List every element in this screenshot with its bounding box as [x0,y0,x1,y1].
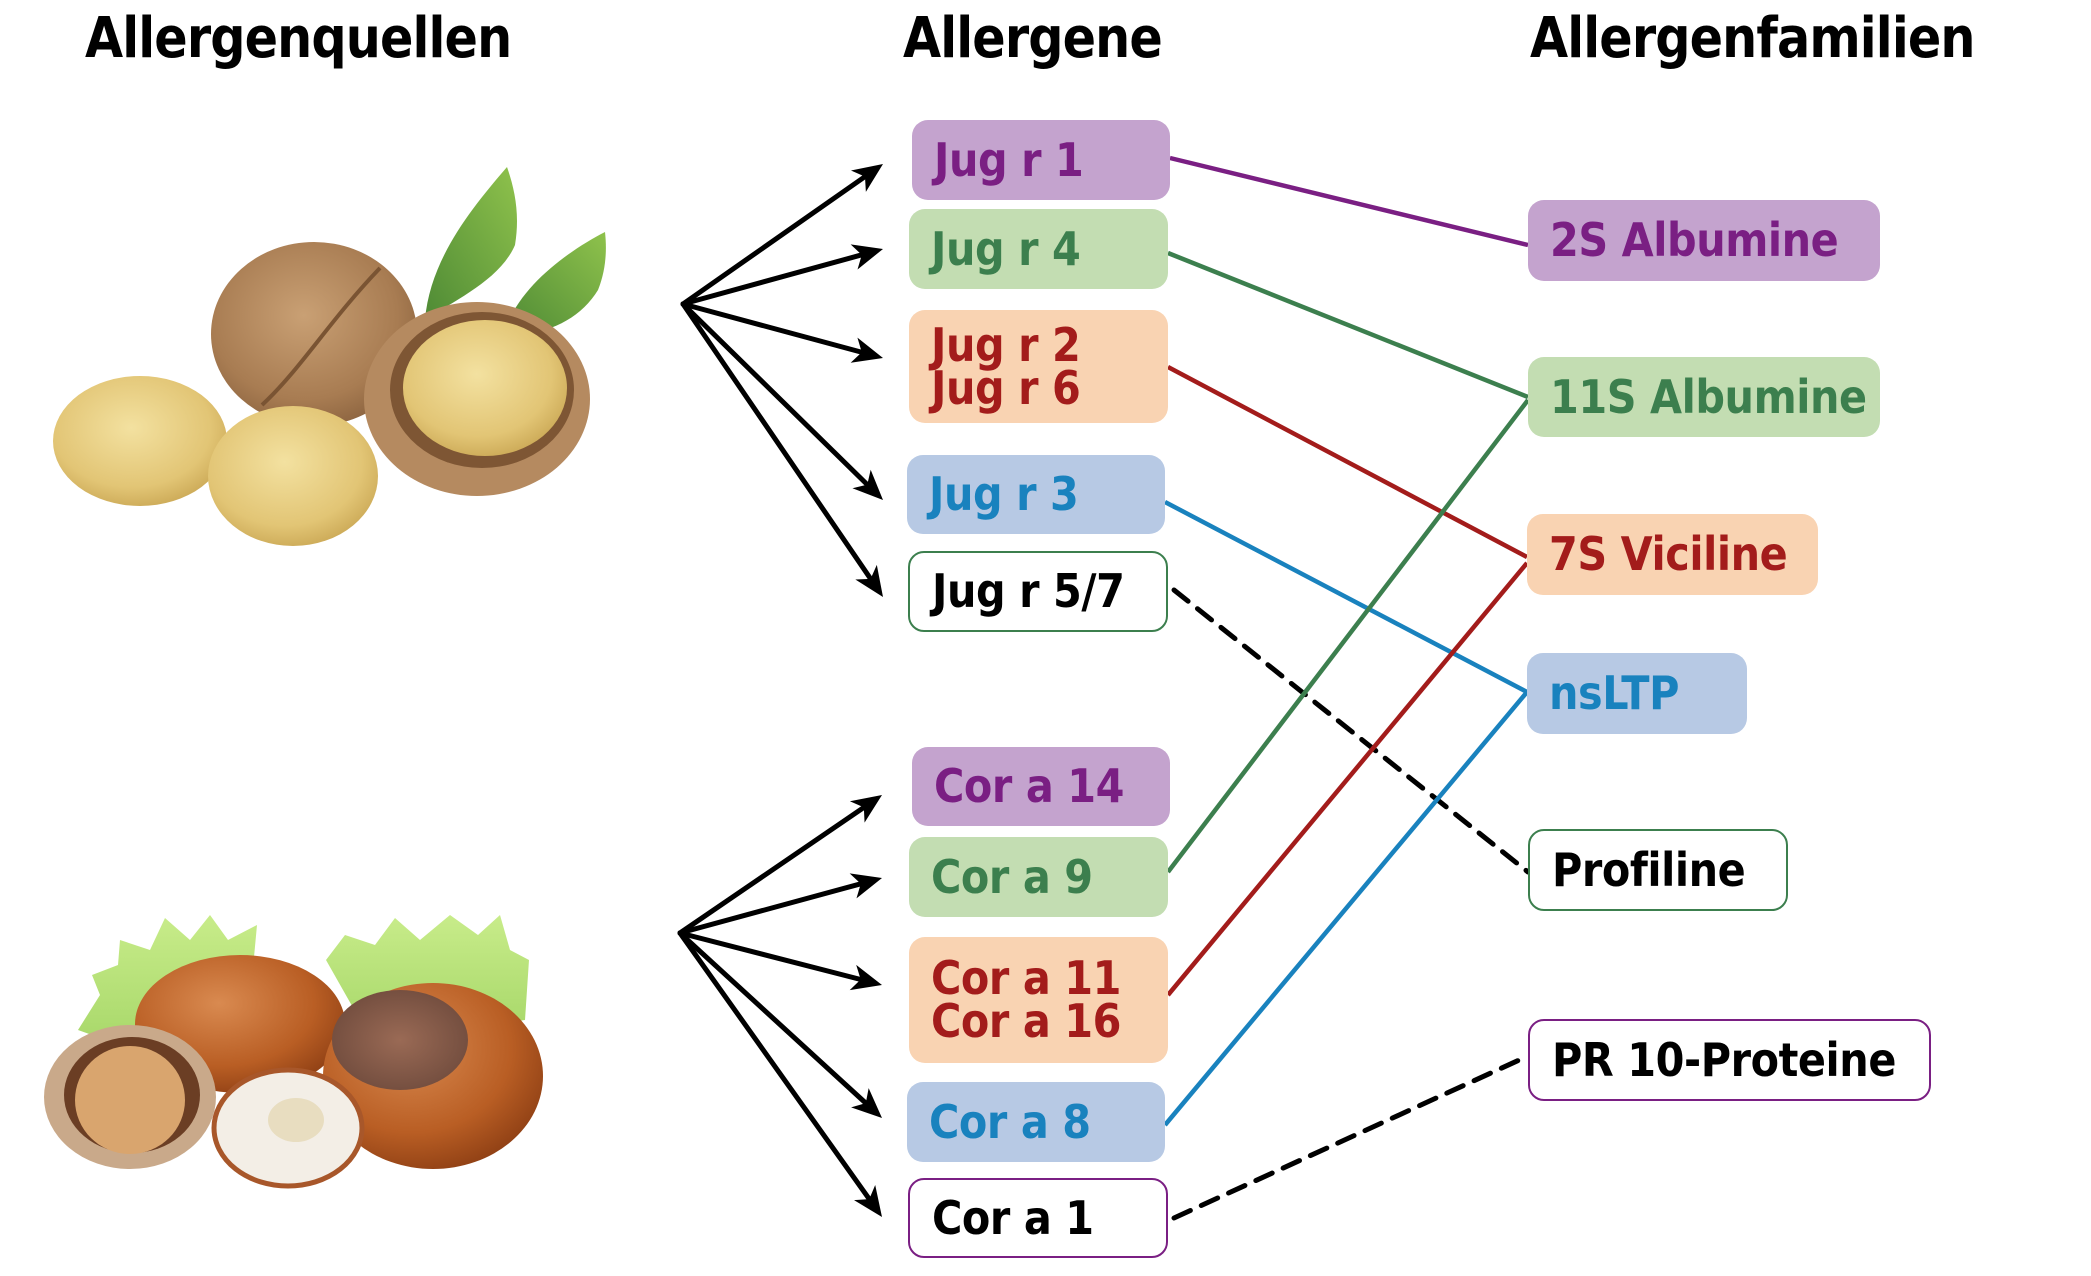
source-arrows [677,164,883,1217]
allergen-label: Jug r 4 [931,221,1081,276]
arrowhead-icon [850,337,883,363]
family-box-profiline: Profiline [1528,829,1788,911]
arrowhead-icon [849,873,882,899]
allergen-label: Cor a 9 [931,849,1093,904]
walnut-kernel [208,406,378,546]
family-label: PR 10-Proteine [1552,1032,1896,1087]
family-label: 7S Viciline [1549,527,1788,581]
arrow-walnut-to-jug57 [680,301,874,582]
link-jug1-to-s2 [1169,155,1529,248]
allergen-box-jug4: Jug r 4 [909,209,1168,289]
arrow-walnut-to-jug1 [680,174,868,307]
allergen-label: Cor a 1 [932,1190,1094,1245]
arrow-hazelnut-to-cor1116 [677,930,864,983]
link-jug26-to-s7 [1166,365,1529,559]
arrowhead-icon [850,164,883,192]
header-allergen-sources: Allergenquellen [85,6,512,71]
arrow-walnut-to-jug4 [680,252,865,307]
arrowhead-icon [849,964,882,991]
arrowhead-icon [851,1088,882,1118]
allergen-label: Jug r 1 [934,132,1084,187]
arrow-walnut-to-jug26 [680,301,865,355]
arrowhead-icon [852,469,883,500]
family-box-pr10: PR 10-Proteine [1528,1019,1931,1101]
header-allergen-families: Allergenfamilien [1530,6,1975,71]
family-box-nsltp: nsLTP [1527,653,1747,734]
walnut-kernel [403,320,567,456]
allergen-label: Cor a 16 [931,994,1122,1048]
walnut-whole [211,242,417,426]
family-box-s7: 7S Viciline [1527,514,1818,595]
allergen-label: Cor a 11 [931,951,1122,1005]
hazelnut-image [44,915,543,1189]
arrowhead-icon [849,795,882,823]
family-label: Profiline [1552,842,1746,897]
allergen-box-cor14: Cor a 14 [912,747,1170,826]
allergen-label: Jug r 3 [929,467,1079,521]
family-label: 11S Albumine [1550,369,1867,424]
allergen-box-cor9: Cor a 9 [909,837,1168,917]
walnut-image [53,167,606,546]
arrow-hazelnut-to-cor14 [677,804,867,936]
link-jug3-to-nsltp [1163,500,1529,694]
arrow-hazelnut-to-cor8 [677,930,869,1106]
allergen-box-jug3: Jug r 3 [907,455,1165,534]
family-label: 2S Albumine [1550,213,1839,267]
allergen-box-cor8: Cor a 8 [907,1082,1165,1162]
allergen-box-jug57: Jug r 5/7 [908,551,1168,632]
header-allergens: Allergene [903,6,1163,71]
walnut-leaf [425,167,518,320]
allergen-label: Jug r 2 [931,317,1081,372]
hazelnut-kernel [75,1046,185,1154]
allergen-box-cor1: Cor a 1 [908,1178,1168,1258]
arrow-hazelnut-to-cor9 [677,881,864,936]
link-cor1-to-pr10 [1171,1053,1531,1221]
walnut-kernel [53,376,227,506]
link-jug4-to-s11 [1167,250,1529,400]
family-label: nsLTP [1549,666,1679,720]
link-cor9-to-s11 [1166,398,1530,874]
allergen-box-jug1: Jug r 1 [912,120,1170,200]
allergen-label: Cor a 14 [934,759,1125,813]
arrowhead-icon [855,564,883,597]
allergen-label: Jug r 6 [931,360,1081,415]
arrowhead-icon [854,1185,882,1217]
family-box-s11: 11S Albumine [1528,357,1880,437]
hazelnut-cap [332,990,468,1090]
arrow-hazelnut-to-cor1 [677,930,872,1202]
link-cor1116-to-s7 [1166,561,1529,997]
family-links [1163,155,1531,1221]
link-jug57-to-profiline [1171,587,1531,875]
walnut-leaf [505,232,606,333]
allergen-label: Cor a 8 [929,1094,1091,1149]
family-box-s2: 2S Albumine [1528,200,1880,281]
arrow-walnut-to-jug3 [680,301,870,488]
allergen-label: Jug r 5/7 [932,564,1125,618]
link-cor8-to-nsltp [1163,690,1529,1127]
arrowhead-icon [850,244,883,270]
